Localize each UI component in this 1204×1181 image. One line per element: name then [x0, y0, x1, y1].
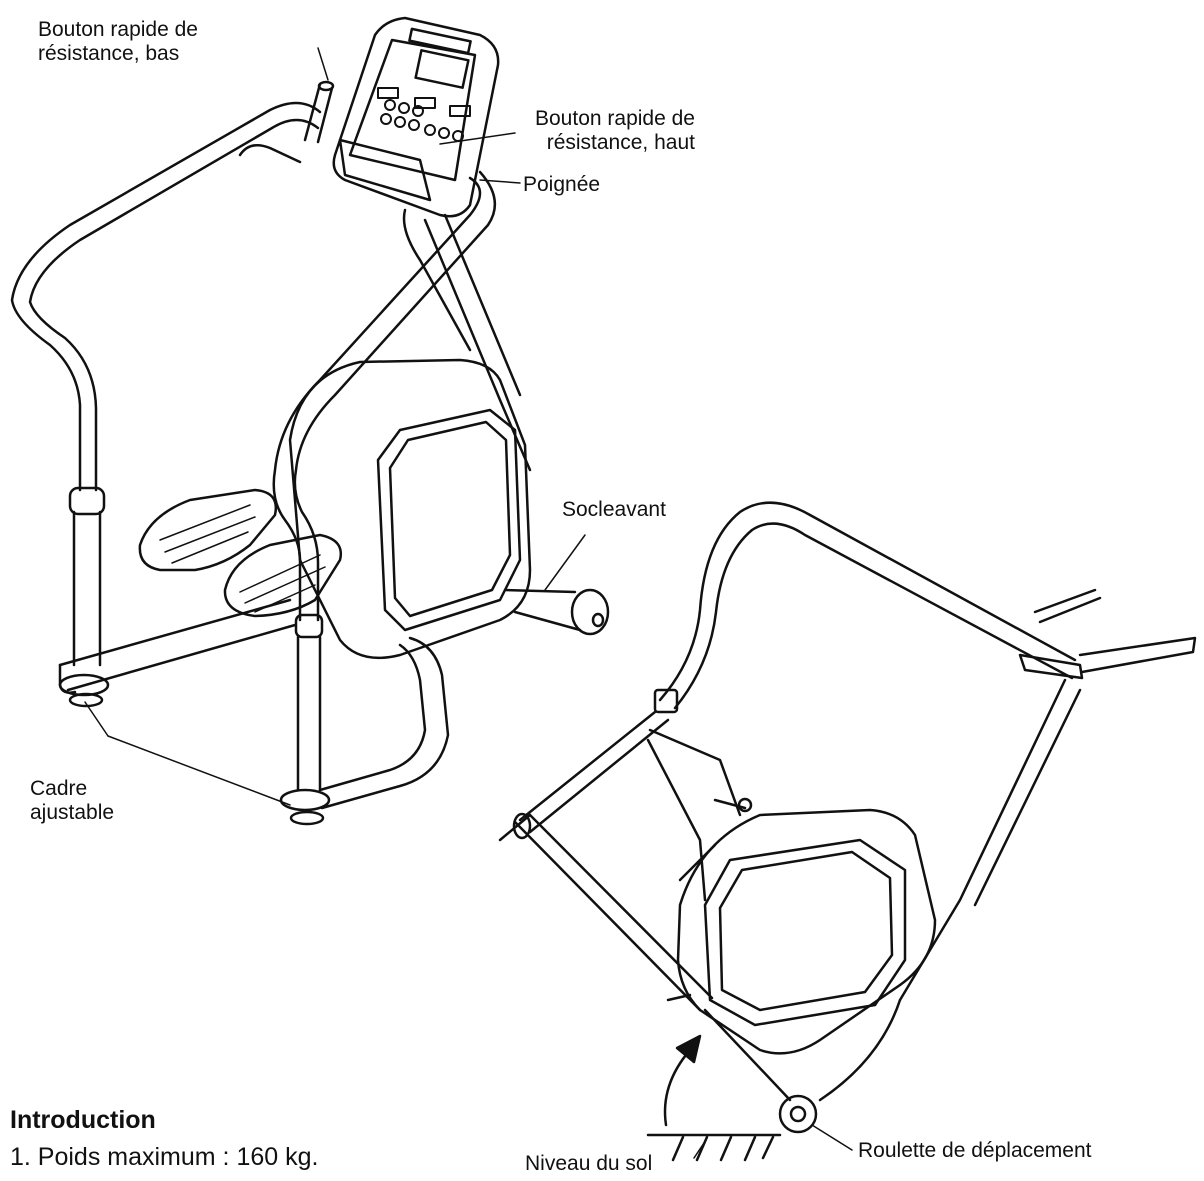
stepper-machine-tilted-view	[498, 501, 1197, 1134]
label-resistance-high: Bouton rapide de résistance, haut	[535, 107, 695, 154]
floor-level-symbol	[646, 1133, 782, 1162]
tilt-arrow-icon	[663, 1034, 702, 1127]
label-floor-level: Niveau du sol	[525, 1152, 653, 1175]
leader-lines	[84, 47, 853, 1159]
label-handle: Poignée	[523, 173, 601, 196]
label-adjustable-frame: Cadre ajustable	[30, 777, 115, 824]
intro-heading: Introduction	[10, 1106, 156, 1134]
console-buttons	[377, 87, 471, 142]
label-transport-wheel: Roulette de déplacement	[858, 1139, 1092, 1162]
stepper-machine-front-view	[10, 16, 610, 826]
label-resistance-low: Bouton rapide de résistance, bas	[38, 18, 198, 65]
intro-item-max-weight: 1. Poids maximum : 160 kg.	[10, 1143, 319, 1171]
label-front-base: Socleavant	[562, 498, 666, 521]
